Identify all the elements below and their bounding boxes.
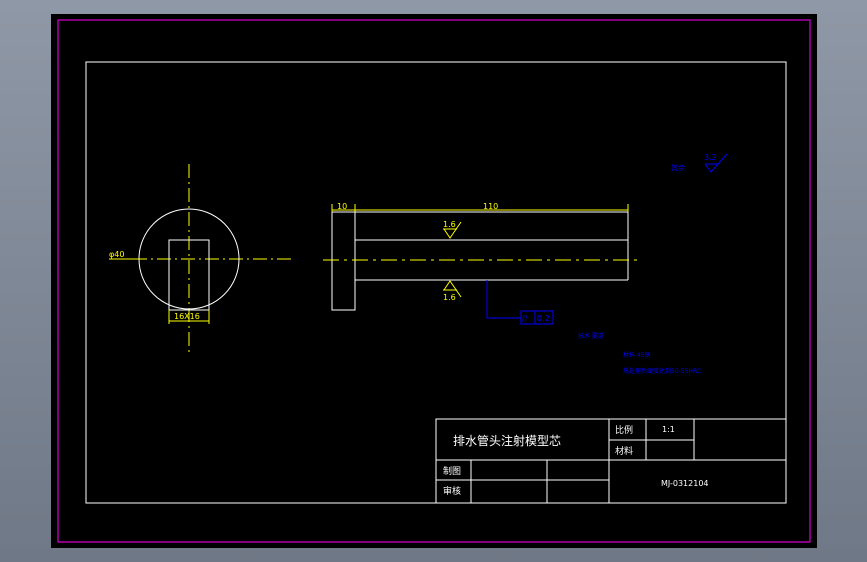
checked-by-label: 审核 <box>443 485 461 497</box>
roughness-bottom-symbol <box>443 280 462 298</box>
material-note: 材料 45钢 <box>623 351 651 359</box>
square-dimension: 16X16 <box>174 312 200 321</box>
drawing-number: MJ-0312104 <box>661 479 709 488</box>
tolerance-symbol: // <box>522 314 528 323</box>
head-length-dimension: 10 <box>337 202 347 211</box>
roughness-top-symbol <box>443 221 462 239</box>
roughness-bottom-value: 1.6 <box>443 293 456 302</box>
tolerance-leader <box>486 280 521 319</box>
scale-value: 1:1 <box>662 425 675 434</box>
material-label: 材料 <box>615 445 633 457</box>
cad-drawing-viewport[interactable]: φ40 16X16 10 110 1.6 1.6 <box>51 14 817 548</box>
shaft-length-dimension: 110 <box>483 202 498 211</box>
pin-head <box>331 211 356 311</box>
side-view: 10 110 1.6 1.6 // 0.2 <box>323 202 639 325</box>
title-block: 排水管头注射模型芯 比例 1:1 材料 制图 审核 MJ-0312104 <box>435 418 787 504</box>
drawing-title: 排水管头注射模型芯 <box>453 433 561 448</box>
diameter-dimension: φ40 <box>109 250 124 259</box>
roughness-top-value: 1.6 <box>443 220 456 229</box>
title-block-frame <box>435 418 787 504</box>
drawing-canvas: φ40 16X16 10 110 1.6 1.6 <box>57 19 811 543</box>
drawn-by-label: 制图 <box>443 465 461 477</box>
square-section <box>168 239 210 311</box>
tolerance-value: 0.2 <box>537 314 550 323</box>
tech-requirements-heading: 技术 要求 <box>578 332 604 340</box>
notes: 其余 3.2 技术 要求 材料 45钢 热处理后硬度达到50-55HRC <box>578 153 728 375</box>
rest-label: 其余 <box>671 163 685 172</box>
rest-roughness-symbol <box>704 153 728 173</box>
outer-frame <box>57 19 811 543</box>
tolerance-frame <box>520 310 554 325</box>
rest-roughness-value: 3.2 <box>704 153 717 162</box>
scale-label: 比例 <box>615 424 633 436</box>
treatment-note: 热处理后硬度达到50-55HRC <box>623 367 701 375</box>
end-view: φ40 16X16 <box>109 164 293 352</box>
